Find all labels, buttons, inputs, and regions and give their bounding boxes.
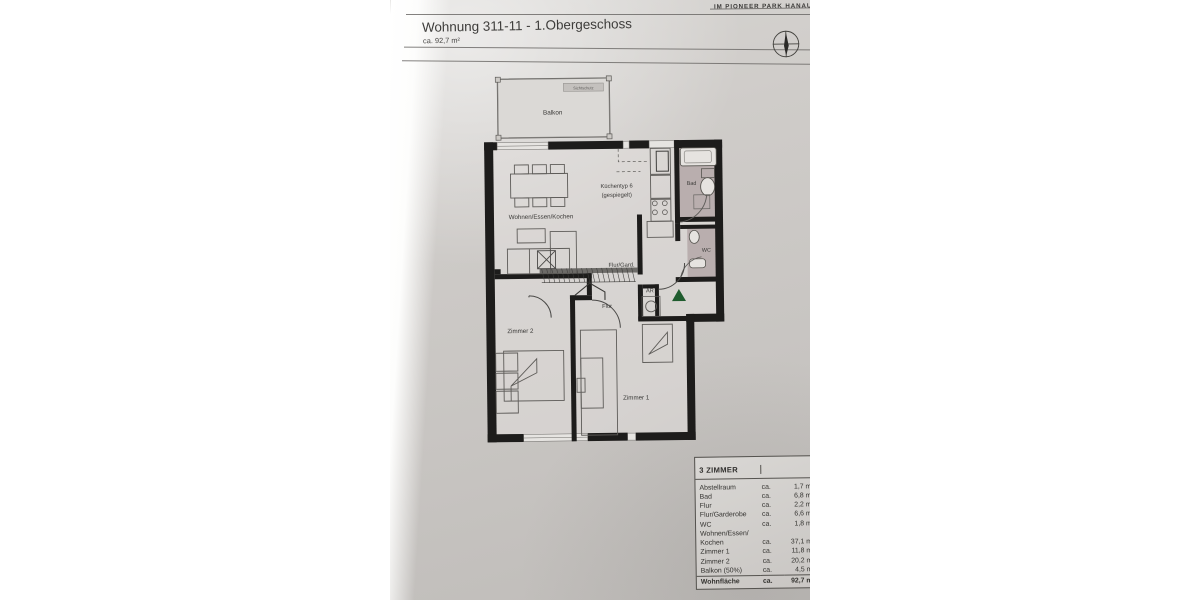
legend-approx: ca. xyxy=(762,557,772,565)
exterior-walls xyxy=(484,139,725,443)
room-label-wc: WC xyxy=(702,248,711,254)
room-label-living: Wohnen/Essen/Kochen xyxy=(509,213,574,221)
legend-area: 4,5 m² xyxy=(795,565,810,574)
floorplan-photo: IM PIONEER PARK HANAU Wohnung 311-11 - 1… xyxy=(390,0,810,600)
room-label-hall-wardrobe: Flur/Gard. xyxy=(609,263,636,269)
legend-area: 6,6 m² xyxy=(794,510,810,518)
legend-header: 3 ZIMMER xyxy=(695,456,810,480)
legend-area: 6,8 m² xyxy=(794,492,810,500)
room-label-storage: AR xyxy=(646,288,654,294)
legend-total-label: Wohnfläche xyxy=(700,578,740,586)
compass-rose-icon xyxy=(772,30,800,58)
balcony-label: Balkon xyxy=(543,109,563,116)
header-rule-top xyxy=(406,14,810,15)
legend-approx: ca. xyxy=(762,548,772,556)
legend-approx: ca. xyxy=(761,501,772,510)
room-label-hall: Flur xyxy=(602,304,612,310)
door-swings xyxy=(528,262,686,328)
legend-approx xyxy=(760,529,784,539)
balcony-note: Sichtschutz xyxy=(573,85,594,90)
room-label-kitchen-note: (gespiegelt) xyxy=(602,193,632,199)
legend-area: 1,8 m² xyxy=(794,519,810,528)
legend-table: Abstellraum ca. 1,7 m² Bad ca. 6,8 m² Fl… xyxy=(695,478,810,589)
legend-heading: 3 ZIMMER xyxy=(699,464,762,475)
room-label-bath: Bad xyxy=(687,181,697,187)
furniture-wc: WC xyxy=(680,229,711,278)
floor-plan-drawing: Sichtschutz Balkon xyxy=(484,75,725,443)
legend-area xyxy=(784,528,810,538)
legend-approx: ca. xyxy=(762,520,772,528)
area-legend: 3 ZIMMER Abstellraum ca. 1,7 m² Bad ca. … xyxy=(694,455,810,590)
legend-area: 20,2 m² xyxy=(791,556,810,565)
legend-approx: ca. xyxy=(762,538,772,546)
furniture-storage: AR xyxy=(641,288,661,317)
kitchen-partition xyxy=(494,267,638,283)
legend-total-approx: ca. xyxy=(762,577,773,585)
room-label-room2: Zimmer 2 xyxy=(507,328,534,335)
legend-approx: ca. xyxy=(761,511,772,519)
balcony-group: Sichtschutz Balkon xyxy=(494,75,613,141)
room-label-kitchen: Küchentyp 6 xyxy=(600,184,632,190)
legend-approx: ca. xyxy=(761,483,771,491)
legend-approx: ca. xyxy=(761,492,772,500)
legend-area: 1,7 m² xyxy=(793,482,810,491)
legend-total-area: 92,7 m² xyxy=(791,577,810,585)
furniture-kitchen xyxy=(536,147,674,270)
entrance-marker-icon xyxy=(672,289,687,302)
legend-area: 2,2 m² xyxy=(794,501,810,509)
furniture-room1 xyxy=(576,323,674,436)
legend-approx: ca. xyxy=(762,566,773,574)
room-label-room1: Zimmer 1 xyxy=(623,394,650,401)
furniture-room2 xyxy=(495,349,565,414)
legend-area: 37,1 m² xyxy=(790,538,810,546)
legend-area: 11,8 m² xyxy=(791,547,810,555)
legend-row-total: Wohnfläche ca. 92,7 m² xyxy=(696,575,810,589)
furniture-bath: Bad xyxy=(679,147,717,223)
furniture-living xyxy=(506,163,578,275)
